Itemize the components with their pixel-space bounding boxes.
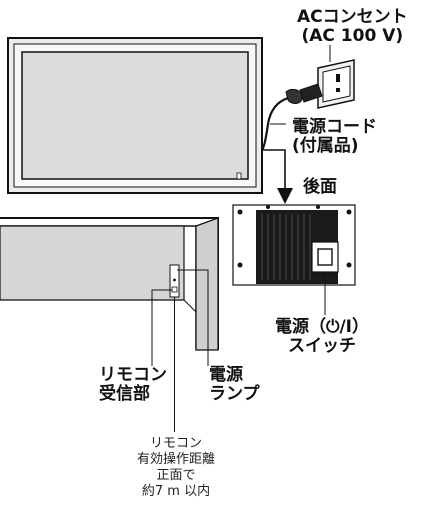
leader-remote-receiver bbox=[151, 289, 172, 366]
remote-range-note-line4: 約7 m 以内 bbox=[141, 484, 211, 499]
outlet-icon bbox=[317, 59, 355, 109]
power-lamp-label-line2: ランプ bbox=[209, 384, 260, 404]
display-corner-zoom bbox=[0, 217, 219, 351]
remote-receiver-label-line1: リモコン bbox=[99, 365, 167, 385]
rear-label: 後面 bbox=[303, 177, 337, 197]
remote-range-note-line2: 有効操作距離 bbox=[136, 452, 215, 467]
power-cord-line bbox=[261, 96, 289, 151]
plug-icon bbox=[285, 83, 323, 104]
ac-outlet-label: ACコンセント (AC 100 V) bbox=[297, 8, 408, 46]
power-switch-label-line1: 電源（⏻/I） bbox=[275, 317, 369, 337]
power-lamp-label: 電源 ランプ bbox=[209, 366, 260, 404]
power-cord-label: 電源コード (付属品) bbox=[292, 118, 377, 156]
power-cord-label-line2: (付属品) bbox=[292, 136, 359, 156]
power-switch-label-line2: スイッチ bbox=[287, 336, 356, 356]
remote-range-note: リモコン 有効操作距離 正面で 約7 m 以内 bbox=[126, 436, 226, 500]
remote-receiver-label: リモコン 受信部 bbox=[99, 366, 167, 404]
leader-power-lamp bbox=[177, 269, 209, 366]
power-switch-icon bbox=[311, 241, 339, 315]
remote-range-note-line3: 正面で bbox=[156, 468, 196, 483]
power-cord-label-line1: 電源コード bbox=[292, 117, 377, 137]
ac-outlet-label-line1: ACコンセント bbox=[297, 7, 408, 27]
power-switch-label: 電源（⏻/I） スイッチ bbox=[275, 318, 369, 356]
remote-receiver-label-line2: 受信部 bbox=[99, 384, 150, 404]
display-front bbox=[7, 37, 263, 194]
ac-outlet-label-line2: (AC 100 V) bbox=[301, 26, 404, 46]
remote-range-note-line1: リモコン bbox=[149, 436, 202, 451]
power-lamp-label-line1: 電源 bbox=[209, 365, 243, 385]
power-cord-line-2 bbox=[262, 149, 293, 204]
